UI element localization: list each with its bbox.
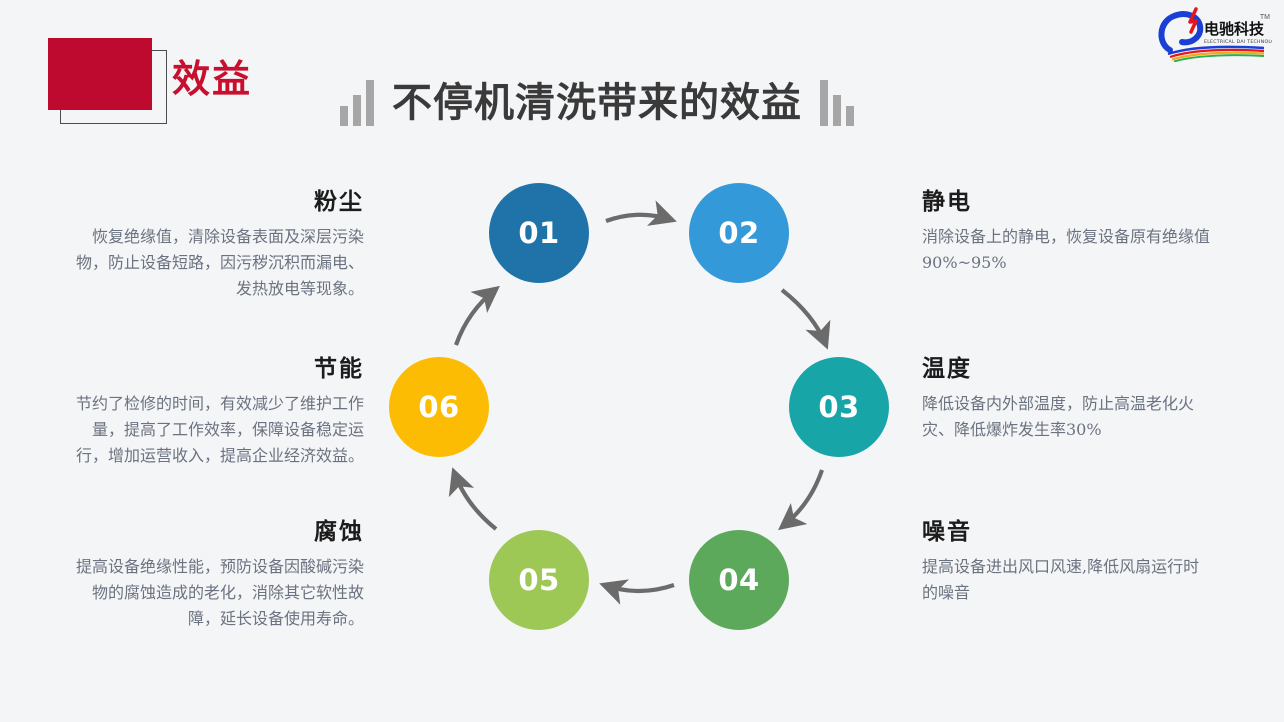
- arrow-06-to-01: [454, 285, 500, 346]
- cycle-node-01[interactable]: 01: [489, 183, 589, 283]
- trademark-icon: TM: [1259, 14, 1270, 21]
- benefit-body-static: 消除设备上的静电，恢复设备原有绝缘值90%~95%: [922, 227, 1211, 272]
- benefit-heading-temperature: 温度: [922, 356, 972, 382]
- cycle-node-06[interactable]: 06: [389, 357, 489, 457]
- benefit-block-corrosion: 腐蚀 提高设备绝缘性能，预防设备因酸碱污染物的腐蚀造成的老化，消除其它软性故障，…: [72, 512, 364, 632]
- slide-header: 效益 不停机清洗带来的效益 电驰科技 ELECTRICAL DAI TECHNO…: [0, 0, 1284, 150]
- arrow-05-to-06: [448, 467, 498, 531]
- arrow-02-to-03: [780, 288, 831, 350]
- cycle-diagram: 01 02 03 04 05 06: [370, 165, 910, 665]
- cycle-node-05[interactable]: 05: [489, 530, 589, 630]
- benefit-heading-static: 静电: [922, 189, 972, 215]
- benefit-block-noise: 噪音 提高设备进出风口风速,降低风扇运行时的噪音: [922, 512, 1214, 606]
- arrow-01-to-02: [605, 200, 677, 226]
- svg-text:电驰科技: 电驰科技: [1204, 20, 1265, 38]
- benefit-block-static: 静电 消除设备上的静电，恢复设备原有绝缘值90%~95%: [922, 182, 1214, 276]
- cycle-node-03[interactable]: 03: [789, 357, 889, 457]
- benefit-heading-energy: 节能: [314, 356, 364, 382]
- cycle-node-04[interactable]: 04: [689, 530, 789, 630]
- benefit-body-dust: 恢复绝缘值，清除设备表面及深层污染物，防止设备短路，因污秽沉积而漏电、发热放电等…: [75, 227, 364, 298]
- benefit-block-temperature: 温度 降低设备内外部温度，防止高温老化火灾、降低爆炸发生率30%: [922, 349, 1214, 443]
- benefit-body-energy: 节约了检修的时间，有效减少了维护工作量，提高了工作效率，保障设备稳定运行，增加运…: [75, 394, 364, 465]
- logo-graphic: 电驰科技 ELECTRICAL DAI TECHNOLOGY: [1158, 7, 1281, 63]
- section-badge: [48, 38, 178, 128]
- benefit-body-noise: 提高设备进出风口风速,降低风扇运行时的噪音: [922, 557, 1200, 602]
- page-title: 不停机清洗带来的效益: [392, 80, 802, 126]
- benefit-heading-corrosion: 腐蚀: [314, 519, 364, 545]
- bar-chart-right-icon: [820, 80, 854, 126]
- benefit-body-corrosion: 提高设备绝缘性能，预防设备因酸碱污染物的腐蚀造成的老化，消除其它软性故障，延长设…: [75, 557, 364, 628]
- benefit-block-dust: 粉尘 恢复绝缘值，清除设备表面及深层污染物，防止设备短路，因污秽沉积而漏电、发热…: [72, 182, 364, 302]
- arrow-03-to-04: [778, 469, 824, 531]
- bar-chart-left-icon: [340, 80, 374, 126]
- badge-red-square: [48, 38, 152, 110]
- arrow-04-to-05: [599, 579, 675, 605]
- benefit-body-temperature: 降低设备内外部温度，防止高温老化火灾、降低爆炸发生率30%: [922, 394, 1195, 439]
- section-badge-label: 效益: [172, 57, 253, 101]
- benefit-heading-noise: 噪音: [922, 519, 972, 545]
- title-row: 不停机清洗带来的效益: [340, 64, 854, 126]
- benefit-heading-dust: 粉尘: [314, 189, 364, 215]
- benefit-block-energy: 节能 节约了检修的时间，有效减少了维护工作量，提高了工作效率，保障设备稳定运行，…: [72, 349, 364, 469]
- company-logo: 电驰科技 ELECTRICAL DAI TECHNOLOGY TM: [1152, 4, 1281, 63]
- svg-text:ELECTRICAL DAI TECHNOLOGY: ELECTRICAL DAI TECHNOLOGY: [1204, 39, 1272, 45]
- cycle-node-02[interactable]: 02: [689, 183, 789, 283]
